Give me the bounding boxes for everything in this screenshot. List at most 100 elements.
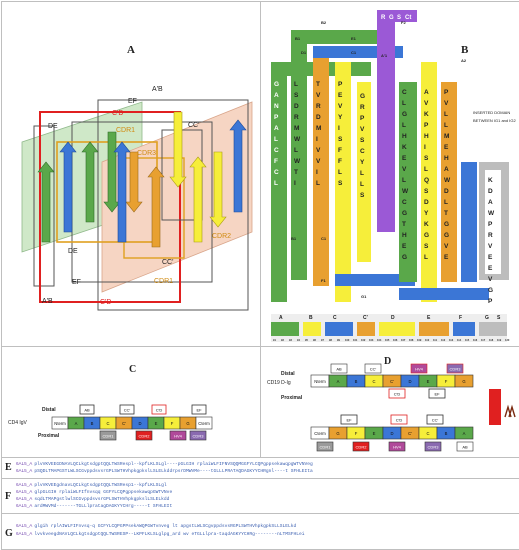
residue-letter: L <box>338 169 342 176</box>
d-loop-top <box>364 363 382 374</box>
residue-letter: Y <box>360 159 365 166</box>
residue-number: 93 <box>289 338 292 342</box>
residue-letter: D <box>294 103 299 110</box>
d-block-bottom-label: E <box>373 431 376 436</box>
panel-b-label: B <box>461 44 469 56</box>
strand-arrows <box>37 111 247 248</box>
residue-letter: L <box>274 136 278 143</box>
residue-letter: V <box>338 103 343 110</box>
panel-g-label: G <box>5 528 13 539</box>
panel-a-diagram: A'B EF C'D DE CDR1 CDR3 CC' CDR2 CC' CDR… <box>21 86 253 311</box>
legend-label: F <box>459 315 462 321</box>
strand-label: B1 <box>295 36 301 41</box>
residue-number: 104 <box>377 338 382 342</box>
d-block-top <box>454 374 474 388</box>
residue-number: 105 <box>385 338 390 342</box>
residue-letter: P <box>274 114 279 121</box>
residue-letter: L <box>360 170 364 177</box>
d-loop-mid <box>428 388 446 399</box>
residue-letter: E <box>444 144 449 151</box>
top-tag: G <box>389 15 394 21</box>
d-block-bottom-label: D <box>390 431 393 436</box>
residue-letter: S <box>294 92 299 99</box>
residue-number: 115 <box>465 338 470 342</box>
d-loop-top-label: HV4 <box>415 367 424 372</box>
d-loop-bottom-label: C'D <box>396 418 403 423</box>
residue-letter: V <box>316 92 321 99</box>
strand-label: F1 <box>321 278 326 283</box>
residue-letter: I <box>294 180 296 187</box>
d-loop-bottom2 <box>352 441 370 452</box>
legend-label: A <box>279 315 283 321</box>
residue-letter: Y <box>338 114 343 121</box>
residue-letter: I <box>316 169 318 176</box>
residue-letter: V <box>488 276 493 283</box>
residue-letter: L <box>402 122 406 129</box>
inserted-label-2: BETWEEN IG1 and IG2 <box>473 118 516 123</box>
strand-label: C1 <box>321 236 327 241</box>
strand-label: C1 <box>351 50 357 55</box>
c-block-label: B <box>91 421 94 426</box>
d-block-top-label: C <box>372 379 375 384</box>
panel-d-distal: Distal <box>281 371 295 377</box>
residue-letter: L <box>402 177 406 184</box>
d-block-bottom-label: F <box>355 431 358 436</box>
residue-letter: S <box>424 155 429 162</box>
residue-number: 99 <box>337 338 340 342</box>
residue-letter: E <box>402 243 407 250</box>
d-block-bottom-label: G <box>336 431 339 436</box>
d-block-top-label: E <box>427 379 430 384</box>
residue-letter: N <box>274 103 279 110</box>
c-block <box>195 416 213 430</box>
c-loop-top-label: C'D <box>156 408 163 413</box>
strand-label: D1 <box>301 50 307 55</box>
residue-letter: E <box>338 92 343 99</box>
residue-letter: R <box>294 114 299 121</box>
residue-letter: G <box>444 221 449 228</box>
c-loop-top-label: AB <box>84 408 90 413</box>
residue-letter: L <box>316 180 320 187</box>
residue-number: 106 <box>393 338 398 342</box>
residue-letters: GANPALCFCLLSDRMWLWTITVRDMIVVILPEVYISFFLS… <box>273 20 510 342</box>
d-loop-bottom2 <box>456 441 474 452</box>
residue-letter: A <box>444 166 449 173</box>
residue-letter: T <box>444 210 448 217</box>
legend-label: G <box>485 315 489 321</box>
legend-label: E <box>427 315 431 321</box>
d-loop-bottom-label: CC' <box>432 418 439 423</box>
c-loop-top <box>119 404 135 415</box>
d-loop-bottom2-label: CDR1 <box>320 445 332 450</box>
d-block-bottom-label: A <box>463 431 466 436</box>
residue-letter: P <box>424 122 429 129</box>
frame-cd <box>39 111 181 303</box>
c-block-label: G <box>186 421 189 426</box>
residue-letter: V <box>444 100 449 107</box>
residue-letter: V <box>316 158 321 165</box>
strand-label: B1 <box>291 236 297 241</box>
d-block-top-label: Nterm <box>314 379 326 384</box>
residue-letter: A <box>274 125 279 132</box>
residue-letter: A <box>274 92 279 99</box>
label-ef-bottom: EF <box>72 279 81 286</box>
residue-number: 101 <box>353 338 358 342</box>
residue-number: 94 <box>297 338 300 342</box>
residue-letter: L <box>294 81 298 88</box>
d-loop-bottom2 <box>424 441 442 452</box>
residue-letter: V <box>360 126 365 133</box>
top-tag: R <box>381 15 386 21</box>
residue-letter: M <box>444 133 449 140</box>
panel-c-proximal: Proximal <box>38 433 60 439</box>
panel-a: A A'B EF C'D DE CDR1 <box>1 1 261 347</box>
label-cdr1-bottom: CDR1 <box>154 278 173 285</box>
residue-letter: V <box>488 243 493 250</box>
residue-letter: P <box>444 89 449 96</box>
d-loop-mid-label: C'D <box>394 392 401 397</box>
residue-letter: L <box>274 180 278 187</box>
residue-letter: P <box>360 115 365 122</box>
label-de: DE <box>48 123 58 130</box>
residue-letter: C <box>402 199 407 206</box>
